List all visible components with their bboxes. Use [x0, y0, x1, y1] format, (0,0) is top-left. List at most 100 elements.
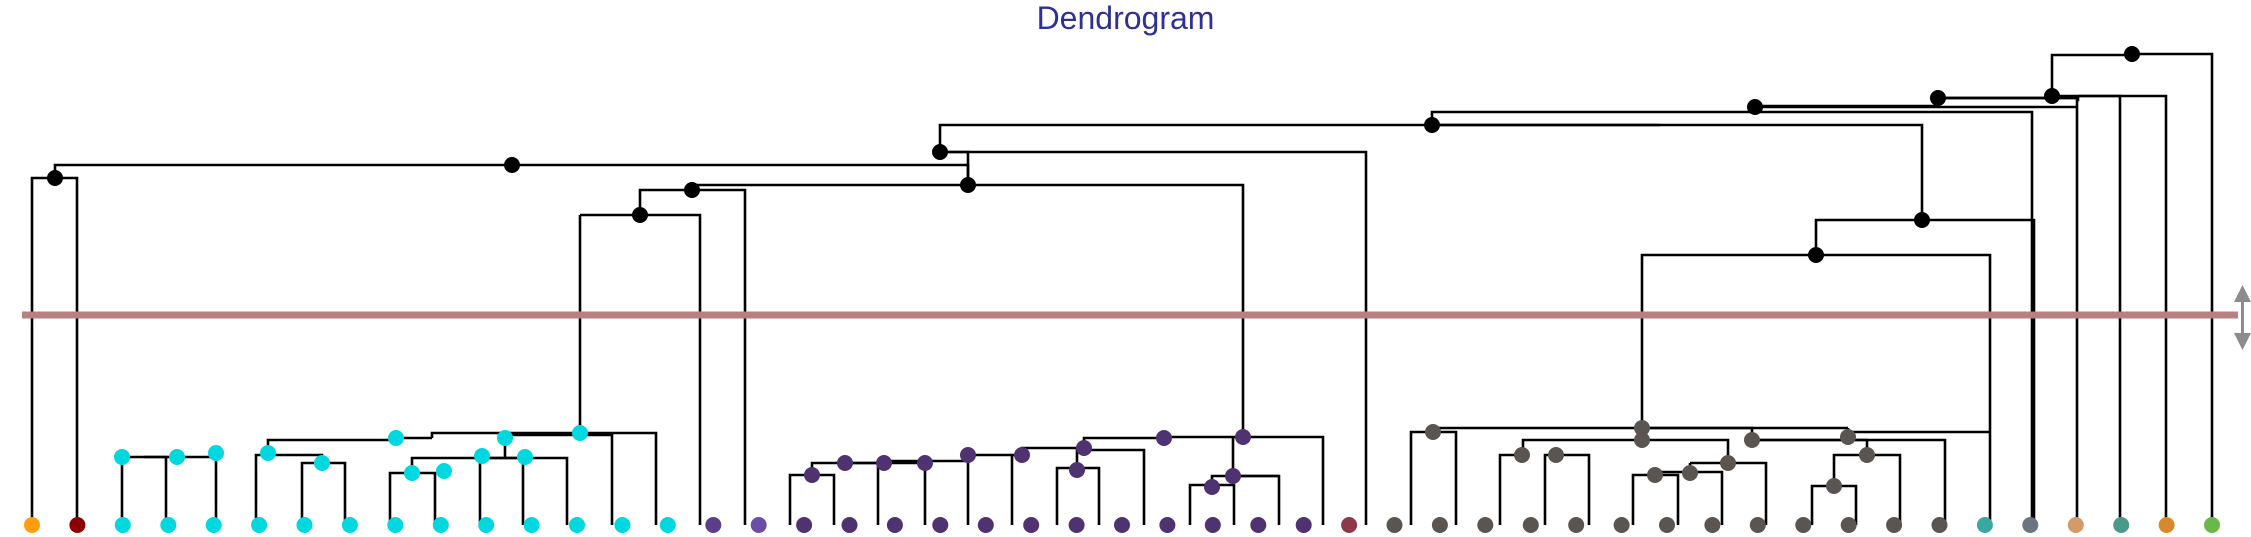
leaf-node[interactable]	[205, 517, 222, 533]
leaf-node[interactable]	[2158, 517, 2175, 533]
leaf-node[interactable]	[1886, 517, 1903, 533]
leaf-node[interactable]	[1341, 517, 1358, 533]
leaf-node[interactable]	[1295, 517, 1312, 533]
link	[1642, 426, 1754, 440]
leaf-node[interactable]	[1068, 517, 1085, 533]
link	[1543, 453, 1591, 525]
link	[144, 455, 218, 525]
link	[966, 453, 1012, 525]
leaf-node[interactable]	[160, 517, 177, 533]
link	[638, 188, 692, 215]
leaf-node[interactable]	[569, 517, 585, 533]
link	[1075, 448, 1146, 525]
link	[144, 455, 168, 525]
leaf-node[interactable]	[1522, 517, 1539, 533]
link	[1521, 438, 1642, 455]
leaf-node[interactable]	[2113, 517, 2130, 533]
link	[690, 183, 968, 190]
link	[788, 473, 812, 525]
leaf-node[interactable]	[1976, 517, 1993, 533]
link	[1431, 426, 1642, 432]
leaf-node[interactable]	[114, 517, 131, 533]
link	[30, 176, 55, 525]
leaf-node[interactable]	[750, 517, 767, 533]
leaf-node[interactable]	[796, 517, 813, 533]
link	[1430, 110, 1755, 125]
link	[1938, 96, 2080, 525]
link	[1082, 436, 1164, 448]
link	[266, 438, 396, 455]
leaf-node[interactable]	[1659, 517, 1675, 533]
dendrogram-links	[30, 46, 2214, 525]
link	[1243, 435, 1325, 525]
link	[512, 163, 970, 185]
leaf-node[interactable]	[523, 517, 540, 533]
leaf-node[interactable]	[341, 517, 358, 533]
leaf-node[interactable]	[1477, 517, 1494, 533]
leaf-node[interactable]	[1204, 517, 1221, 533]
leaf-node[interactable]	[932, 517, 949, 533]
leaf-node[interactable]	[659, 517, 676, 533]
link	[2050, 53, 2132, 96]
link	[580, 431, 658, 525]
leaf-node[interactable]	[2204, 517, 2220, 533]
link	[1020, 446, 1084, 455]
leaf-node[interactable]	[296, 517, 313, 533]
leaf-node[interactable]	[1704, 517, 1721, 533]
link	[1755, 110, 2034, 525]
link	[1816, 253, 1992, 525]
leaf-node[interactable]	[2022, 517, 2039, 533]
link	[1690, 461, 1768, 525]
leaf-node[interactable]	[1250, 517, 1267, 533]
link	[1642, 438, 1730, 463]
leaf-node[interactable]	[1386, 517, 1403, 533]
link	[1814, 218, 1922, 255]
leaf-node[interactable]	[69, 517, 86, 533]
leaf-node[interactable]	[432, 517, 449, 533]
link	[640, 213, 702, 525]
leaf-node[interactable]	[478, 517, 495, 533]
leaf-node[interactable]	[1568, 517, 1585, 533]
leaf-node[interactable]	[387, 517, 404, 533]
leaf-node[interactable]	[1613, 517, 1630, 533]
link	[55, 176, 79, 525]
leaf-node[interactable]	[251, 517, 268, 533]
chart-title: Dendrogram	[1036, 0, 1215, 36]
leaf-node[interactable]	[886, 517, 903, 533]
link	[1922, 218, 2036, 525]
link	[120, 455, 144, 525]
leaf-node[interactable]	[1931, 517, 1948, 533]
link	[1433, 430, 1458, 525]
link	[2078, 94, 2122, 525]
link	[1752, 438, 1947, 525]
leaf-node[interactable]	[1159, 517, 1176, 533]
leaf-node[interactable]	[614, 517, 631, 533]
link	[478, 456, 505, 525]
leaf-node[interactable]	[1431, 517, 1448, 533]
link	[845, 461, 927, 525]
link	[2050, 94, 2168, 525]
leaf-node[interactable]	[705, 517, 722, 533]
link	[968, 183, 1245, 437]
link	[2132, 52, 2214, 525]
link	[1832, 453, 1867, 486]
leaf-node[interactable]	[1840, 517, 1857, 533]
link	[1162, 435, 1243, 439]
leaf-node[interactable]	[841, 517, 858, 533]
link	[940, 150, 1368, 525]
double-vertical-arrow-icon[interactable]	[2234, 285, 2251, 350]
leaf-node[interactable]	[1023, 517, 1040, 533]
leaf-node[interactable]	[1795, 517, 1812, 533]
link	[254, 453, 268, 525]
link	[938, 123, 1432, 152]
link	[1640, 253, 1816, 428]
link	[53, 163, 512, 178]
leaf-node[interactable]	[1749, 517, 1766, 533]
leaf-node[interactable]	[1114, 517, 1130, 533]
leaf-node[interactable]	[24, 517, 40, 533]
link	[1498, 453, 1523, 525]
leaf-node[interactable]	[977, 517, 994, 533]
link	[505, 456, 569, 525]
leaf-node[interactable]	[2067, 517, 2084, 533]
